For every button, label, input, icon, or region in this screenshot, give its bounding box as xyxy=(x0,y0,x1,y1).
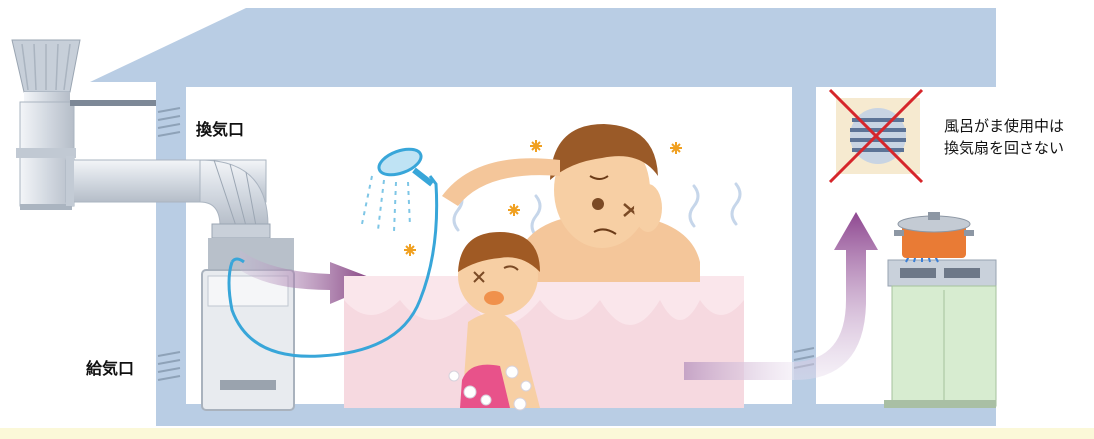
kitchen-stove xyxy=(884,254,996,408)
warning-note: 風呂がま使用中は 換気扇を回さない xyxy=(944,116,1064,160)
exhaust-port-label: 換気口 xyxy=(196,116,244,140)
intake-port-label: 給気口 xyxy=(86,355,134,379)
warning-note-line-2: 換気扇を回さない xyxy=(944,138,1064,160)
airflow-arrow-outflow xyxy=(684,362,794,380)
warning-note-line-1: 風呂がま使用中は xyxy=(944,116,1064,138)
cooking-pot xyxy=(894,212,974,258)
floor-strip xyxy=(0,428,1094,439)
bathtub xyxy=(344,276,744,408)
